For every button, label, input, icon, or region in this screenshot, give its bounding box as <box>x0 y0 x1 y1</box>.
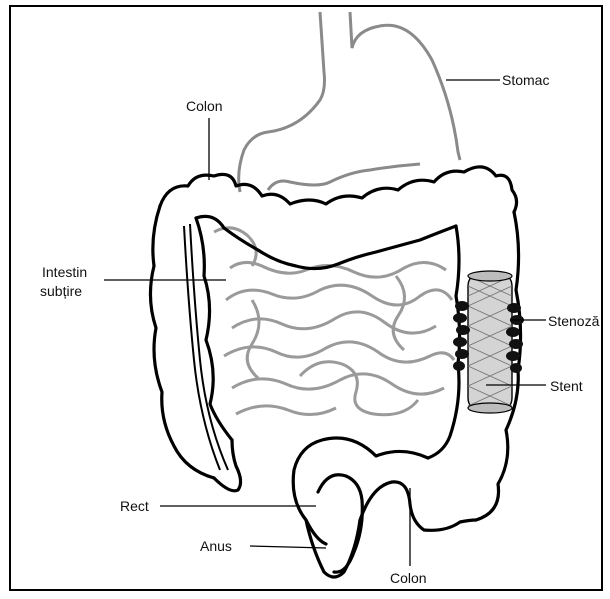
guide-tube <box>184 224 228 470</box>
stomach-outline <box>239 12 460 192</box>
label-anus: Anus <box>200 538 232 555</box>
label-stenosis: Stenoză <box>548 313 599 330</box>
label-rectum: Rect <box>120 498 149 515</box>
figure-border <box>10 6 602 590</box>
label-colon-top: Colon <box>186 98 223 115</box>
small-intestine <box>214 228 454 415</box>
stent <box>468 271 512 413</box>
label-small-intestine-line1: Intestin <box>42 264 87 281</box>
label-colon-bottom: Colon <box>390 570 427 587</box>
large-intestine <box>150 167 520 577</box>
label-stent: Stent <box>550 378 583 395</box>
label-stomach: Stomac <box>502 72 549 89</box>
label-small-intestine-line2: subțire <box>40 283 82 300</box>
